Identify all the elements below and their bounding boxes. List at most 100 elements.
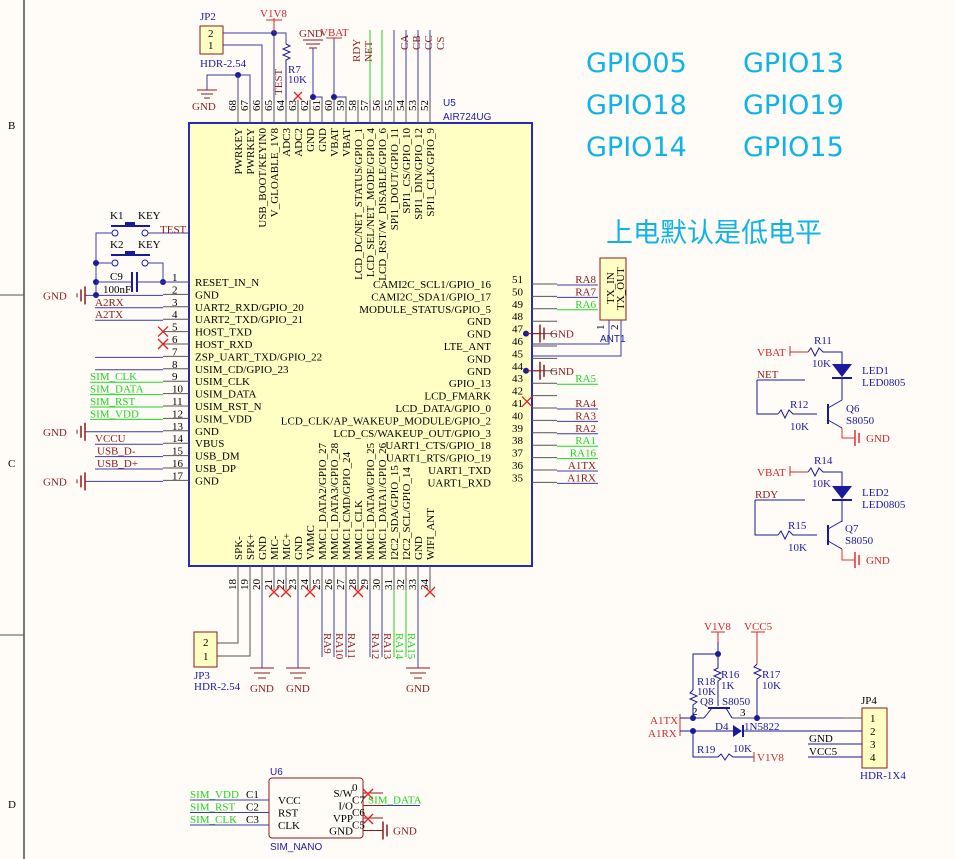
pin-number: 65 [263, 100, 275, 112]
c9-designator: C9 [110, 271, 123, 283]
pin-number: 12 [172, 408, 183, 420]
v1v8-ls: V1V8 [704, 621, 731, 633]
no-connect-icon [362, 788, 374, 800]
pin-name: GND [195, 475, 219, 487]
pin-number: 41 [512, 398, 523, 410]
pin-number: 67 [239, 100, 251, 112]
junction [754, 715, 760, 721]
pin-name: LCD_RST/W_DISABLE/GPIO_6 [377, 128, 389, 281]
pin-name: HOST_TXD [195, 327, 252, 339]
pin-number: C6 [352, 807, 365, 819]
pin-number: 40 [512, 410, 524, 422]
pin-name: LCD_SEL/NET_MODE/GPIO_4 [365, 128, 377, 278]
net-cc: CC [423, 35, 435, 50]
pin-number: 17 [172, 470, 184, 482]
r15-value: 10K [788, 542, 807, 554]
q8-emitter [703, 707, 713, 719]
u6-designator: U6 [270, 767, 283, 778]
r12-resistor[interactable] [777, 409, 817, 420]
r11-resistor[interactable] [807, 347, 843, 364]
note-default-low: 上电默认是低电平 [606, 218, 822, 249]
q7-part: S8050 [845, 535, 874, 547]
pin-number: 14 [172, 433, 184, 445]
pin-number: 32 [395, 579, 407, 590]
pin-number: 43 [512, 373, 524, 385]
k1-part: KEY [138, 210, 161, 222]
junction [310, 94, 316, 100]
jp2-header[interactable] [199, 25, 224, 55]
k1-contact [141, 229, 149, 237]
jp3-header[interactable] [193, 631, 218, 668]
r12-value: 10K [790, 421, 809, 433]
pin-number: 34 [419, 579, 431, 591]
u6-body[interactable] [268, 777, 364, 839]
pin-name: MMC1_DATA1/GPIO_26 [377, 442, 389, 560]
r19-resistor[interactable] [717, 753, 754, 761]
net-label: RA15 [405, 633, 417, 660]
jp4-header[interactable] [861, 707, 888, 769]
r17-value: 10K [762, 680, 781, 692]
q6-designator: Q6 [846, 403, 860, 415]
d4-diode[interactable] [733, 725, 742, 737]
u5-part: AIR724UG [443, 112, 492, 123]
pin-number: 27 [335, 579, 347, 591]
r11-designator: R11 [814, 335, 832, 347]
led1-diode[interactable] [832, 364, 852, 377]
r19-designator: R19 [697, 744, 716, 756]
led1-part: LED0805 [862, 377, 906, 389]
wire [238, 74, 251, 100]
pin-number: 47 [512, 324, 524, 336]
r17-resistor[interactable] [752, 663, 763, 718]
jp4-net-vcc5: VCC5 [809, 746, 838, 758]
c9-value: 100nF [103, 284, 131, 296]
net-cs: CS [435, 37, 447, 50]
pin-name: LCD_DATA/GPIO_0 [395, 403, 491, 415]
pin-name: WIFI_ANT [425, 508, 437, 560]
r16-resistor[interactable] [712, 654, 723, 706]
led1-designator: LED1 [862, 365, 889, 377]
pin-name: ADC2 [293, 128, 305, 157]
pin-number: 36 [512, 460, 524, 472]
u5-top-pins: 68PWRKEY67PWRKEY66USB_BOOT/KEYIN065V_GLO… [227, 100, 437, 281]
no-connect-icon [424, 586, 436, 598]
pin-name: UART1_TXD [428, 465, 491, 477]
pin-number: 28 [347, 579, 359, 591]
net-label: A2RX [95, 297, 124, 309]
r15-resistor[interactable] [777, 530, 817, 541]
ant1-body[interactable] [599, 257, 627, 321]
q8-pin-2: 2 [692, 706, 698, 718]
r14-resistor[interactable] [807, 467, 843, 486]
pin-number: 10 [172, 384, 184, 396]
no-connect-icon [521, 396, 533, 408]
led2-diode[interactable] [832, 486, 852, 499]
pin-number: 66 [251, 100, 263, 112]
r18-resistor[interactable] [688, 689, 699, 718]
jp3-pin-2: 2 [203, 637, 209, 649]
pin-number: 54 [395, 100, 407, 112]
r7-designator: R7 [288, 64, 301, 76]
pin-number: 50 [512, 286, 524, 298]
d4-designator: D4 [715, 721, 729, 733]
no-connect-icon [280, 586, 292, 598]
jp4-pin-1: 1 [870, 713, 876, 725]
r14-value: 10K [812, 478, 831, 490]
pin-name: UART2_RXD/GPIO_20 [195, 302, 304, 314]
net-label: RA1 [575, 435, 596, 447]
q8-pin-3: 3 [740, 707, 746, 719]
net-label: SIM_RST [90, 396, 136, 408]
pin-name: VBUS [195, 438, 224, 450]
no-connect-icon [304, 586, 316, 598]
u5-body[interactable] [188, 122, 533, 567]
pin-name: MMC1_CLK [353, 500, 365, 560]
pin-name: SPI1_CLK/GPIO_9 [425, 128, 437, 217]
pin-number: C7 [352, 795, 365, 807]
pin-number: 56 [371, 100, 383, 112]
pin-name: MMC1_DATA0/GPIO_25 [365, 442, 377, 560]
r7-resistor[interactable] [281, 43, 292, 100]
q7-collector [827, 520, 843, 530]
no-connect-icon [268, 586, 280, 598]
net-label: RA16 [570, 448, 597, 460]
pin-name: UART1_RTS/GPIO_19 [386, 453, 492, 465]
